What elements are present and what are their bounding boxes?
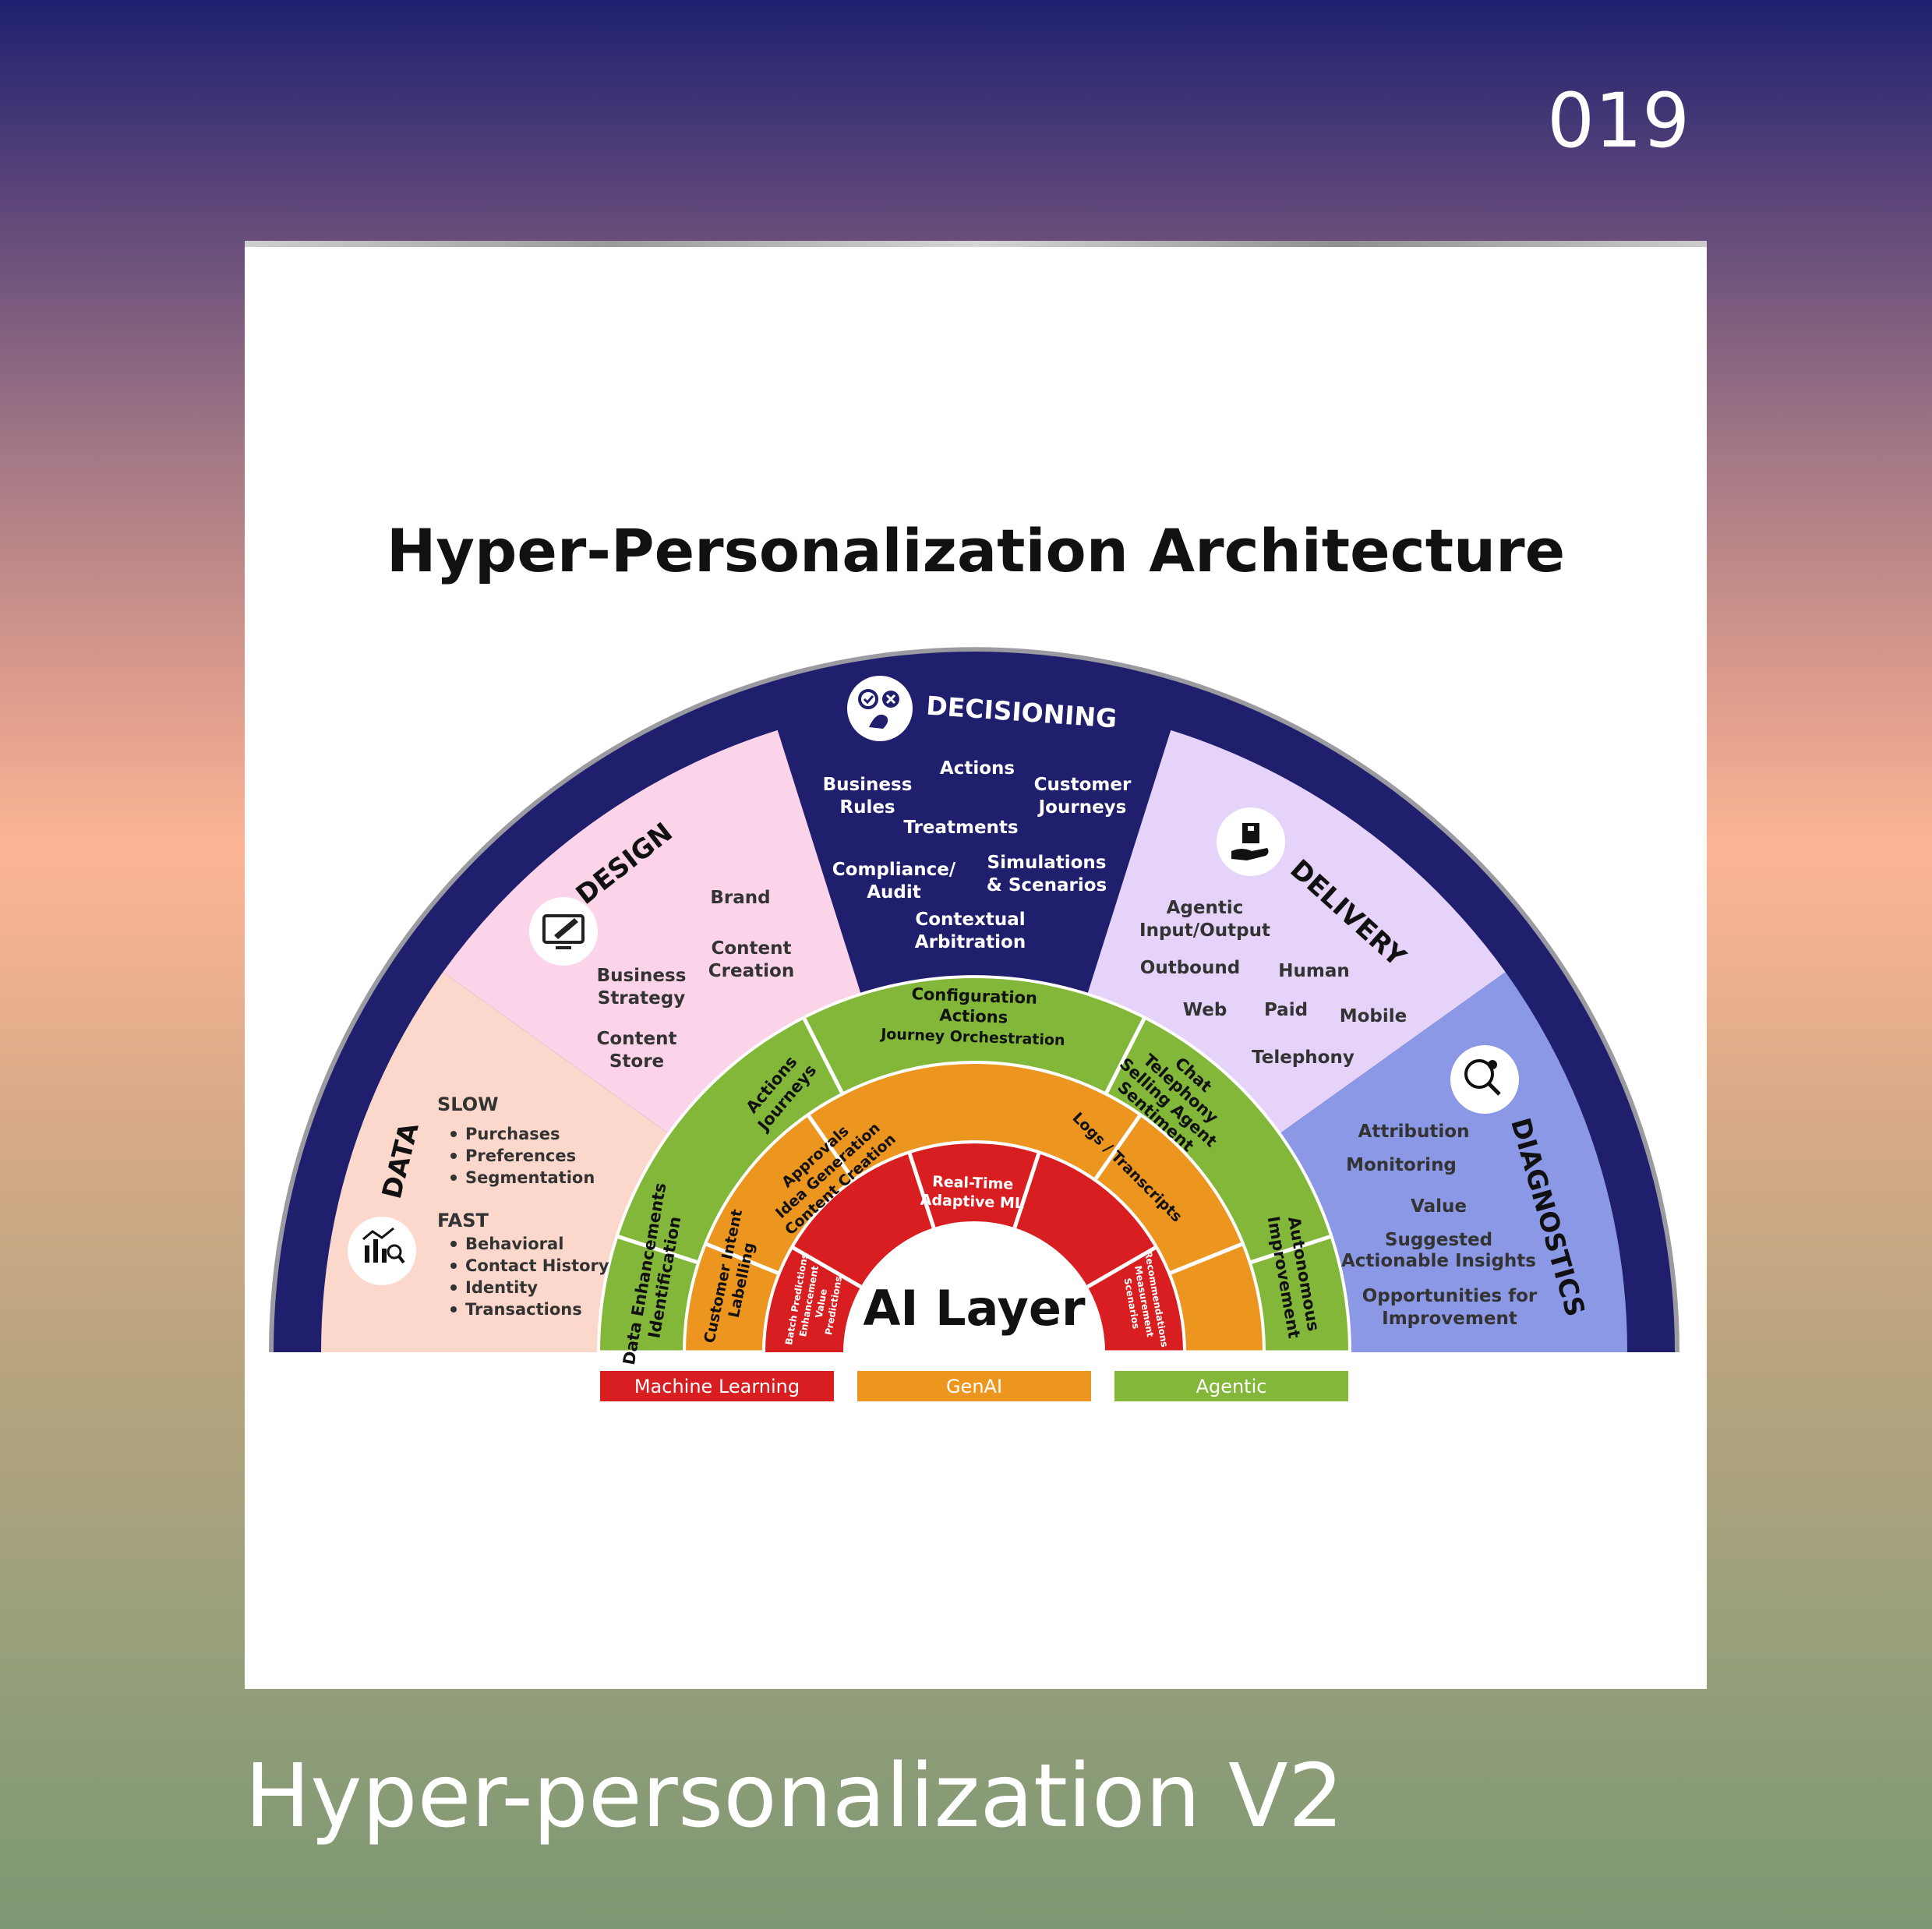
diagnostics-item: Actionable Insights [1341,1251,1536,1271]
legend-ml-swatch [600,1371,834,1401]
agentic-label: Actions [939,1005,1008,1026]
design-item: Business [597,966,687,986]
card-top-edge [245,241,1707,247]
decisioning-item: Simulations [987,853,1107,873]
diagnostics-item: Improvement [1382,1309,1517,1329]
decision-icon [847,676,913,741]
ring-separators [600,1018,1348,1355]
delivery-item: Paid [1264,1000,1308,1020]
ai-layer-label: AI Layer [863,1280,1086,1337]
diagnostics-item: Suggested [1385,1230,1492,1250]
delivery-item: Agentic [1167,898,1244,918]
design-item: Strategy [598,988,685,1009]
data-slow-label: SLOW [437,1093,499,1115]
decisioning-item: Compliance/ [832,860,956,880]
diagnostics-item: Monitoring [1346,1155,1457,1175]
decisioning-item: Contextual [915,910,1025,930]
delivery-item: Web [1183,1000,1227,1020]
legend-agentic: Agentic [1196,1376,1267,1397]
decisioning-item: Audit [867,882,921,903]
design-item: Store [609,1051,664,1072]
chart-search-icon [348,1217,416,1285]
decisioning-item: Journeys [1037,797,1127,818]
data-fast-item: Identity [465,1278,538,1297]
ml-label: Adaptive ML [920,1192,1024,1213]
legend-genai-swatch [857,1371,1091,1401]
data-slow-item: Segmentation [465,1168,595,1187]
data-fast-item: Transactions [465,1300,582,1319]
decisioning-item: Treatments [903,818,1018,838]
data-slow-item: Preferences [465,1146,576,1165]
diagnostics-item: Opportunities for [1362,1286,1538,1306]
decisioning-item: Arbitration [915,932,1026,952]
delivery-item: Human [1278,961,1349,981]
data-fast-item: Behavioral [465,1235,563,1253]
design-item: Creation [708,961,794,981]
legend-ml: Machine Learning [634,1376,800,1397]
monitor-pen-icon [529,897,598,966]
page-number: 019 [1547,77,1690,164]
decisioning-item: Actions [940,758,1015,779]
delivery-item: Mobile [1340,1006,1407,1026]
data-fast-item: Contact History [465,1256,609,1275]
decisioning-item: Rules [839,797,895,818]
ml-label: Real-Time [932,1173,1014,1193]
delivery-item: Telephony [1252,1048,1355,1068]
decisioning-item: & Scenarios [987,875,1107,896]
legend-agentic-swatch [1114,1371,1348,1401]
design-item: Content [711,938,791,959]
ml-label: Value [814,1288,829,1319]
magnifier-gear-icon [1450,1045,1519,1114]
slide-caption: Hyper-personalization V2 [245,1746,1344,1847]
data-fast-label: FAST [437,1210,489,1231]
legend-genai: GenAI [946,1376,1002,1397]
decisioning-item: Business [823,775,913,795]
diagnostics-item: Value [1411,1196,1467,1217]
diagnostics-item: Attribution [1358,1122,1470,1142]
decisioning-item: Customer [1034,775,1132,795]
diagram-title: Hyper-Personalization Architecture [387,516,1565,585]
delivery-item: Input/Output [1139,920,1270,941]
delivery-item: Outbound [1140,958,1240,978]
design-item: Brand [710,888,770,908]
design-item: Content [596,1029,676,1049]
data-slow-item: Purchases [465,1125,560,1143]
agentic-label: Configuration [911,984,1037,1008]
ai-core [843,1221,1105,1352]
hand-package-icon [1217,807,1285,876]
